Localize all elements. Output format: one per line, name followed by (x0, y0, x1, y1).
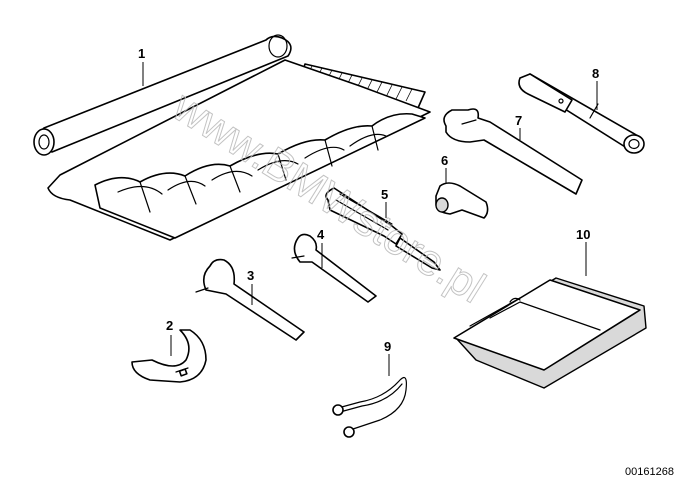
callout-1: 1 (138, 46, 145, 61)
callout-8: 8 (592, 66, 599, 81)
callout-3: 3 (247, 268, 254, 283)
callout-5: 5 (381, 187, 388, 202)
callouts: 1 2 3 4 5 6 7 8 9 10 (138, 46, 599, 354)
hook-spanner-3 (195, 258, 305, 341)
callout-9: 9 (384, 339, 391, 354)
box-socket-wrench (518, 73, 645, 154)
callout-4: 4 (317, 227, 325, 242)
pin-wrench (131, 329, 207, 383)
callout-7: 7 (515, 113, 522, 128)
document-number: 00161268 (625, 466, 674, 478)
screwdriver (325, 187, 441, 271)
tool-roll (33, 34, 431, 241)
ground-cable (332, 377, 407, 438)
adapter-cap (435, 182, 489, 219)
callout-2: 2 (166, 318, 173, 333)
hook-wrench-4 (291, 233, 377, 303)
leader-lines (142, 62, 598, 376)
callout-6: 6 (441, 153, 448, 168)
callout-10: 10 (576, 227, 590, 242)
documents-folder (453, 277, 647, 389)
ring-spanner (443, 108, 583, 195)
